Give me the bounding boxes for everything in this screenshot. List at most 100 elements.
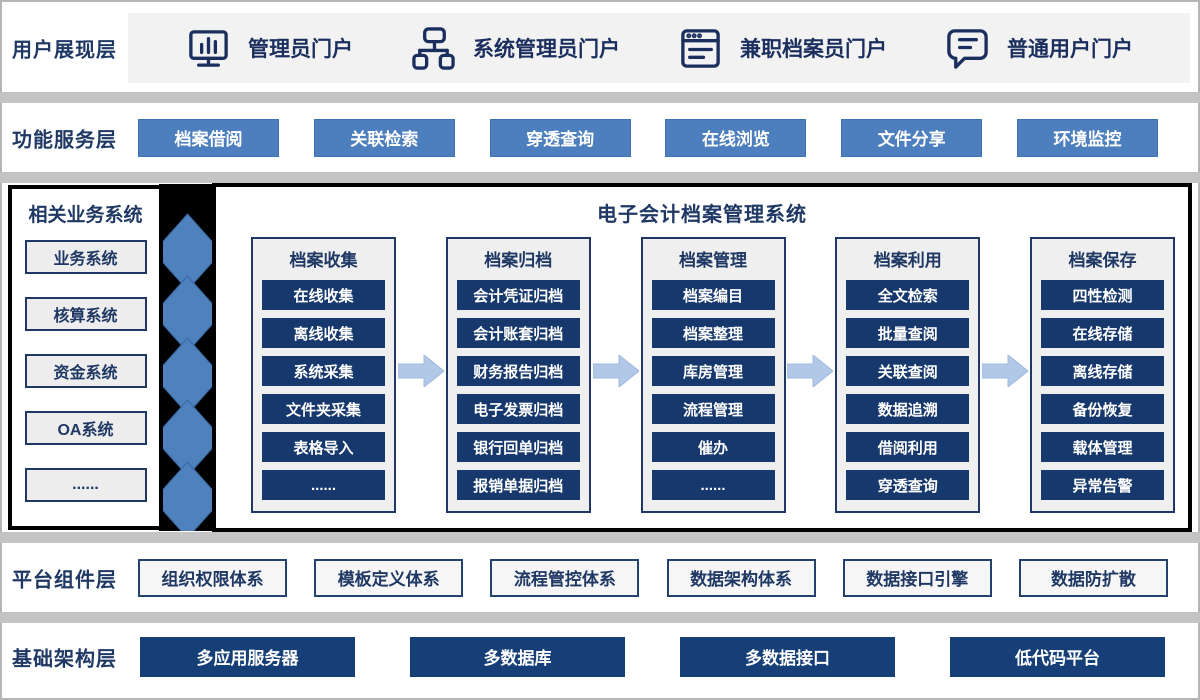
platform-box: 数据防扩散 [1018, 558, 1168, 597]
column-title: 档案收集 [289, 251, 358, 270]
platform-box: 模板定义体系 [314, 558, 464, 597]
column-item: 银行回单归档 [456, 432, 580, 462]
column-item: 异常告警 [1041, 470, 1164, 500]
column-item: 离线收集 [262, 318, 385, 348]
column-item: 报销单据归档 [456, 470, 580, 500]
separator-band [0, 532, 1200, 543]
infrastructure-button: 多数据库 [410, 636, 625, 677]
column-item: 库房管理 [651, 356, 775, 386]
column-item: 档案整理 [651, 318, 775, 348]
right-arrow-icon [982, 355, 1028, 387]
related-system-item: OA系统 [24, 411, 147, 445]
column-item: 财务报告归档 [456, 356, 580, 386]
column-item: 全文检索 [846, 280, 970, 310]
portal-system-admin: 系统管理员门户 [410, 25, 620, 72]
column-item: 会计账套归档 [456, 318, 580, 348]
column-title: 档案利用 [873, 251, 942, 270]
main-system-title: 电子会计档案管理系统 [597, 204, 807, 226]
column-item: 在线存储 [1041, 318, 1164, 348]
column-item: 档案编目 [651, 280, 775, 310]
column-item: 借阅利用 [846, 432, 970, 462]
right-arrow-icon [787, 355, 833, 387]
column-item: 电子发票归档 [456, 394, 580, 424]
function-button: 文件分享 [841, 118, 983, 157]
column-item: 四性检测 [1041, 280, 1164, 310]
column-item: 流程管理 [651, 394, 775, 424]
process-columns: 档案收集 在线收集 离线收集 系统采集 文件夹采集 表格导入 ...... 档案… [251, 237, 1175, 513]
column-title: 档案管理 [679, 251, 747, 270]
related-system-item: 资金系统 [24, 354, 147, 388]
platform-layer-label: 平台组件层 [12, 569, 117, 591]
function-button: 在线浏览 [665, 118, 807, 157]
diamond-chain-icon [152, 213, 223, 539]
portal-archivist-label: 兼职档案员门户 [740, 38, 887, 61]
platform-box: 数据架构体系 [666, 558, 816, 597]
function-button: 穿透查询 [489, 118, 631, 157]
infrastructure-layer-row: 基础架构层 多应用服务器 多数据库 多数据接口 低代码平台 [0, 623, 1200, 690]
related-systems-title: 相关业务系统 [28, 205, 143, 226]
column-collect: 档案收集 在线收集 离线收集 系统采集 文件夹采集 表格导入 ...... [251, 237, 396, 513]
function-button: 环境监控 [1016, 118, 1158, 157]
separator-band [0, 612, 1200, 623]
separator-band [0, 92, 1200, 103]
portal-system-admin-label: 系统管理员门户 [473, 38, 620, 61]
column-item: 表格导入 [262, 432, 385, 462]
infrastructure-button: 多应用服务器 [140, 636, 355, 677]
infrastructure-button: 低代码平台 [950, 636, 1165, 677]
column-item: ...... [651, 470, 775, 500]
separator-band [0, 172, 1200, 183]
monitor-chart-icon [185, 25, 232, 72]
chat-bubble-icon [944, 25, 991, 72]
platform-boxes: 组织权限体系 模板定义体系 流程管控体系 数据架构体系 数据接口引擎 数据防扩散 [138, 558, 1168, 597]
sitemap-icon [410, 25, 457, 72]
column-item: ...... [262, 470, 385, 500]
column-item: 会计凭证归档 [456, 280, 580, 310]
right-arrow-icon [593, 355, 639, 387]
portal-common-user-label: 普通用户门户 [1007, 38, 1133, 61]
portal-strip: 管理员门户 系统管理员门户 [128, 13, 1190, 83]
middle-section: 相关业务系统 业务系统 核算系统 资金系统 OA系统 ...... 电子会计档案… [0, 183, 1200, 539]
function-layer-label: 功能服务层 [12, 129, 117, 151]
infrastructure-button: 多数据接口 [680, 636, 895, 677]
portal-admin-label: 管理员门户 [248, 38, 353, 61]
platform-box: 组织权限体系 [138, 558, 287, 597]
platform-box: 流程管控体系 [490, 558, 640, 597]
column-item: 催办 [651, 432, 775, 462]
column-item: 数据追溯 [846, 394, 970, 424]
column-manage: 档案管理 档案编目 档案整理 库房管理 流程管理 催办 ...... [640, 237, 786, 513]
related-business-systems-panel: 相关业务系统 业务系统 核算系统 资金系统 OA系统 ...... [8, 185, 163, 530]
function-buttons: 档案借阅 关联检索 穿透查询 在线浏览 文件分享 环境监控 [138, 118, 1158, 157]
column-preserve: 档案保存 四性检测 在线存储 离线存储 备份恢复 载体管理 异常告警 [1030, 237, 1175, 513]
presentation-layer-label: 用户展现层 [12, 39, 117, 62]
function-button: 关联检索 [313, 118, 455, 157]
browser-list-icon [677, 25, 724, 72]
main-system-panel: 电子会计档案管理系统 档案收集 在线收集 离线收集 系统采集 文件夹采集 表格导… [212, 183, 1192, 532]
portal-archivist: 兼职档案员门户 [677, 25, 887, 72]
portal-admin: 管理员门户 [185, 25, 353, 72]
column-item: 备份恢复 [1041, 394, 1164, 424]
column-item: 在线收集 [262, 280, 385, 310]
column-item: 批量查阅 [846, 318, 970, 348]
column-archive: 档案归档 会计凭证归档 会计账套归档 财务报告归档 电子发票归档 银行回单归档 … [445, 237, 591, 513]
column-item: 穿透查询 [846, 470, 970, 500]
diamond-connector-strip [152, 184, 223, 539]
platform-layer-row: 平台组件层 组织权限体系 模板定义体系 流程管控体系 数据架构体系 数据接口引擎… [0, 543, 1200, 612]
column-item: 系统采集 [262, 356, 385, 386]
column-utilize: 档案利用 全文检索 批量查阅 关联查阅 数据追溯 借阅利用 穿透查询 [835, 237, 981, 513]
portal-common-user: 普通用户门户 [944, 25, 1133, 72]
infrastructure-buttons: 多应用服务器 多数据库 多数据接口 低代码平台 [140, 636, 1165, 677]
function-layer-row: 功能服务层 档案借阅 关联检索 穿透查询 在线浏览 文件分享 环境监控 [0, 103, 1200, 172]
right-arrow-icon [398, 355, 444, 387]
column-item: 文件夹采集 [262, 394, 385, 424]
column-item: 离线存储 [1041, 356, 1164, 386]
presentation-layer-row: 用户展现层 管理员门户 [0, 4, 1200, 92]
related-systems-list: 业务系统 核算系统 资金系统 OA系统 ...... [12, 240, 159, 502]
column-item: 关联查阅 [846, 356, 970, 386]
column-title: 档案保存 [1068, 251, 1137, 270]
related-system-item: 核算系统 [24, 297, 147, 331]
related-system-item: 业务系统 [24, 240, 147, 274]
platform-box: 数据接口引擎 [842, 558, 992, 597]
infrastructure-layer-label: 基础架构层 [12, 648, 117, 670]
function-button: 档案借阅 [138, 118, 279, 157]
